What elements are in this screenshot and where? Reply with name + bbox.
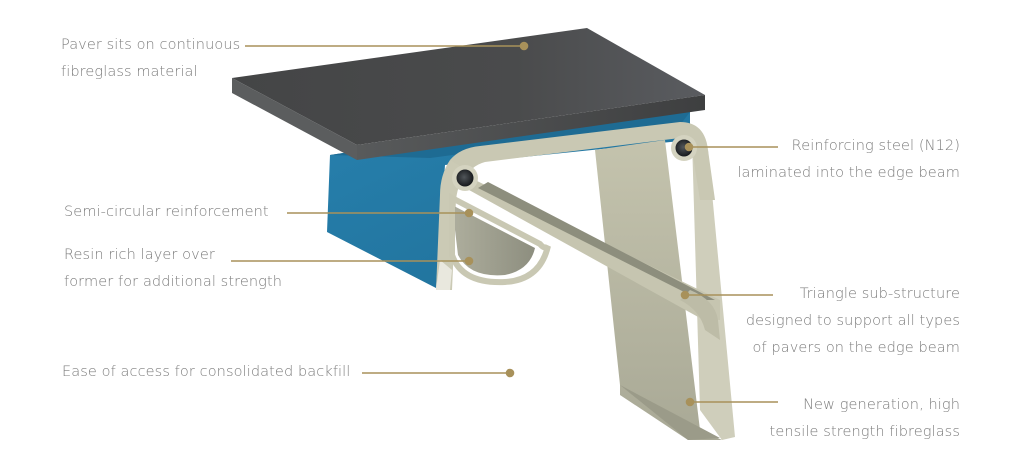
label-fibreglass: New generation, high tensile strength fi… [769,397,960,440]
label-semi-circular: Semi-circular reinforcement [64,204,269,220]
label-steel: Reinforcing steel (N12) laminated into t… [737,138,960,181]
leader-triangle [680,290,773,300]
leader-steel [684,142,778,152]
leader-paver [245,41,529,51]
fibreglass-frame [436,122,720,340]
leader-lines [231,41,778,407]
rebar-left [452,165,478,191]
label-triangle: Triangle sub-structure designed to suppo… [745,286,960,356]
leader-semi-circular [287,208,474,218]
semi-circular-reinforcement [436,193,551,290]
leader-fibreglass [685,397,778,407]
label-resin: Resin rich layer over former for additio… [64,247,283,290]
label-paver: Paver sits on continuous fibreglass mate… [61,37,241,80]
leader-resin [231,256,474,266]
label-backfill: Ease of access for consolidated backfill [62,364,351,380]
leader-backfill [362,368,515,378]
paver-slab [232,28,705,160]
